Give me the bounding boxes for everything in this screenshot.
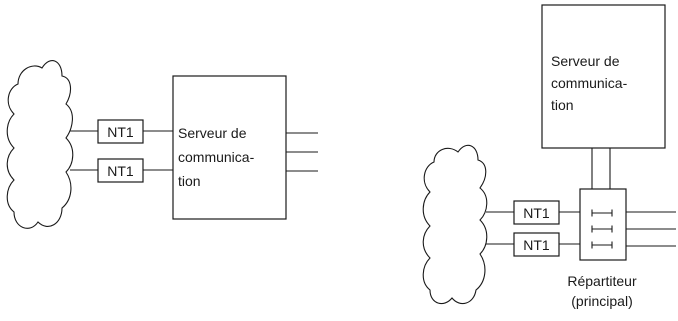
communication-server-left (172, 75, 287, 220)
main-distributor-box (579, 188, 627, 261)
server-label-right-line2: communica- (551, 75, 628, 91)
nt1-label-top-left: NT1 (107, 124, 134, 140)
network-cloud-left (6, 60, 74, 229)
network-cloud-right (422, 144, 488, 305)
distributor-label-line1: Répartiteur (567, 273, 637, 289)
nt1-label-bottom-right: NT1 (523, 237, 550, 253)
nt1-label-bottom-left: NT1 (107, 163, 134, 179)
server-label-right-line3: tion (551, 97, 574, 113)
communication-server-right (541, 4, 666, 149)
left-configuration: NT1 NT1 Serveur de communica- tion (6, 60, 318, 229)
right-configuration: NT1 NT1 Serveur de communica- tion Répar… (422, 4, 676, 309)
server-label-left-line2: communica- (178, 149, 255, 165)
server-label-left-line1: Serveur de (178, 125, 247, 141)
distributor-label-line2: (principal) (571, 293, 632, 309)
server-label-left-line3: tion (178, 173, 201, 189)
server-label-right-line1: Serveur de (551, 53, 620, 69)
nt1-label-top-right: NT1 (523, 205, 550, 221)
distributor-terminal-strips (591, 209, 613, 249)
